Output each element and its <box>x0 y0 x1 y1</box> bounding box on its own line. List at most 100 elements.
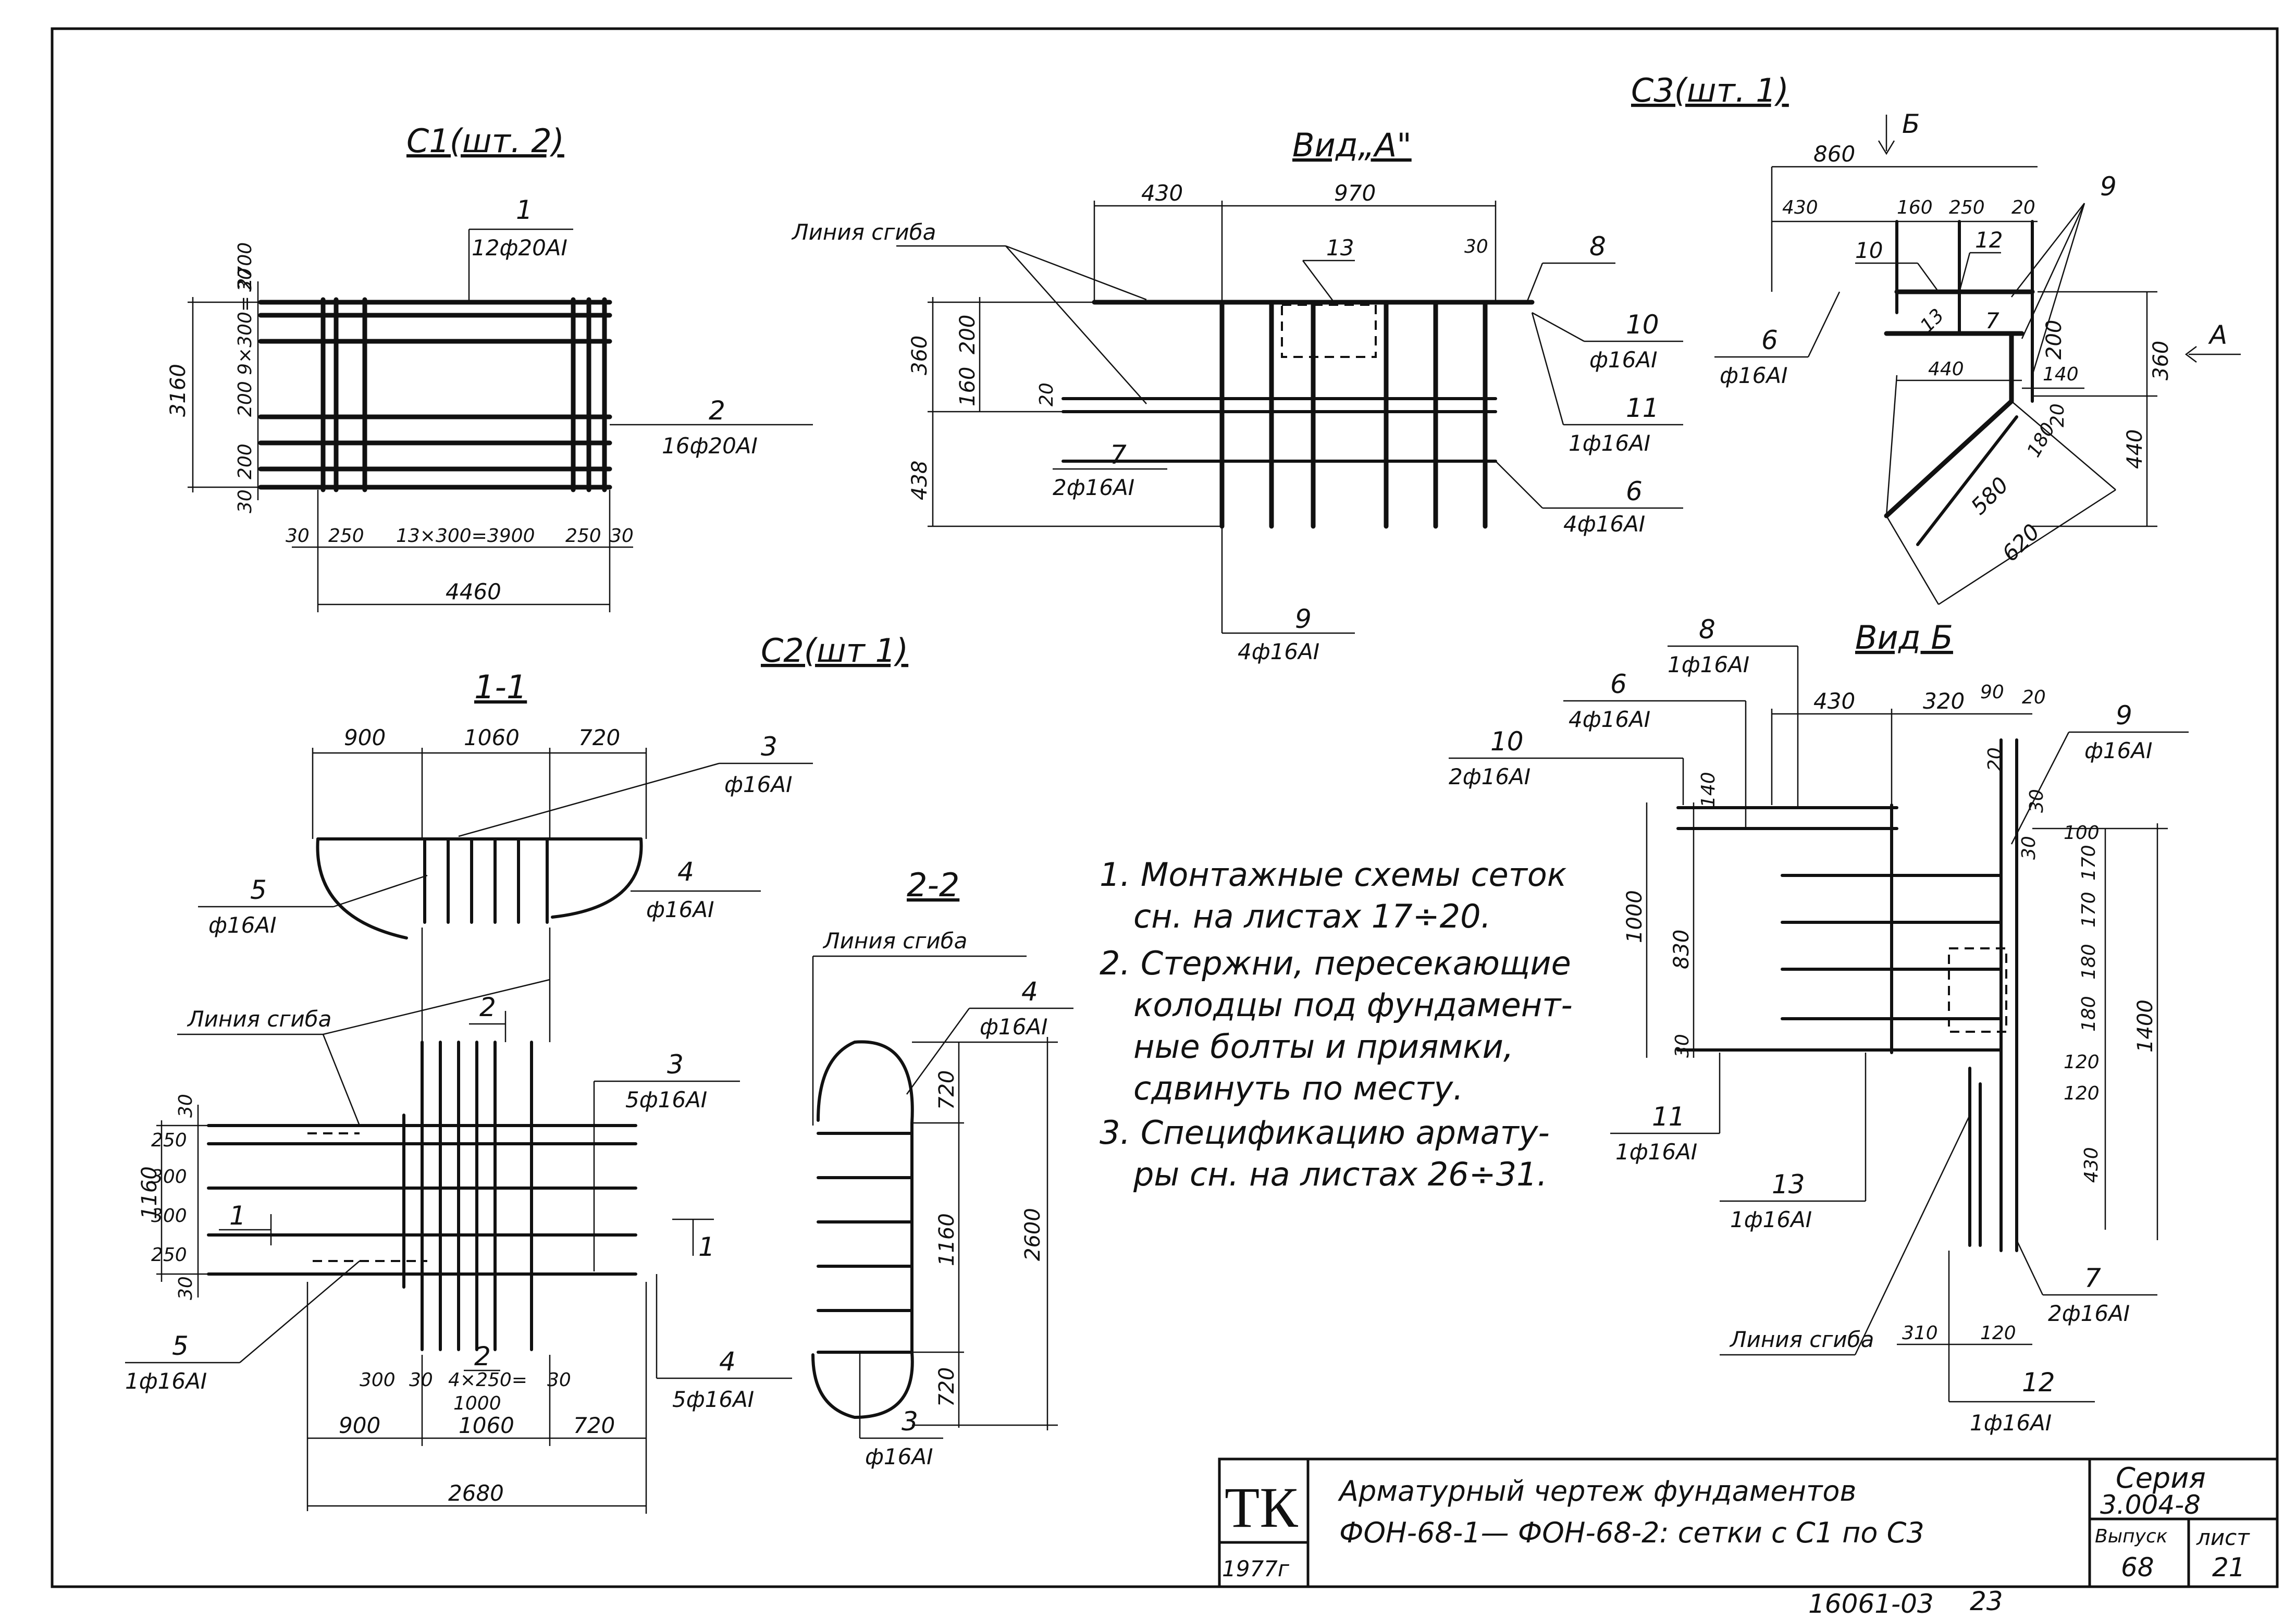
svg-text:4ф16АI: 4ф16АI <box>1238 639 1319 664</box>
svg-text:1ф16АI: 1ф16АI <box>1730 1207 1812 1232</box>
c1-pos2-bars: 16ф20АI <box>662 433 758 459</box>
svg-text:Серия: Серия <box>2116 1462 2206 1494</box>
svg-text:20: 20 <box>2011 197 2035 218</box>
view-b: Вид Б 8 1ф16АI 6 4ф16АI 10 2ф16АI 9 ф16А… <box>1449 614 2189 1436</box>
svg-text:2ф16АI: 2ф16АI <box>1449 764 1530 789</box>
note-line-8: ры сн. на листах 26÷31. <box>1133 1155 1547 1193</box>
svg-text:2ф16АI: 2ф16АI <box>1053 475 1134 500</box>
title-block: ТК 1977г Арматурный чертеж фундаментов Ф… <box>1218 1457 2279 1588</box>
svg-text:ф16АI: ф16АI <box>980 1014 1047 1040</box>
svg-text:720: 720 <box>573 1413 615 1438</box>
svg-text:360: 360 <box>2149 341 2173 380</box>
svg-text:2600: 2600 <box>1021 1208 1045 1261</box>
note-line-7: 3. Спецификацию армату- <box>1100 1114 1550 1152</box>
svg-text:440: 440 <box>1928 359 1964 380</box>
c2-dim-total: 2680 <box>448 1480 504 1506</box>
drawing-frame <box>51 27 2279 1588</box>
note-line-5: ные болты и приямки, <box>1133 1028 1514 1066</box>
svg-text:4ф16АI: 4ф16АI <box>1569 707 1650 732</box>
c2-title: С2(шт 1) <box>761 632 908 670</box>
svg-text:1000: 1000 <box>1623 890 1647 943</box>
svg-text:30: 30 <box>547 1369 571 1391</box>
svg-text:1ф16АI: 1ф16АI <box>1615 1139 1697 1165</box>
note-line-1: 1. Монтажные схемы сеток <box>1100 856 1567 894</box>
svg-text:13: 13 <box>1326 235 1354 261</box>
svg-text:Линия сгиба: Линия сгиба <box>1729 1327 1874 1352</box>
svg-text:10: 10 <box>1490 726 1524 757</box>
svg-text:250: 250 <box>565 525 601 547</box>
svg-text:430: 430 <box>2081 1147 2102 1183</box>
svg-text:30: 30 <box>286 525 310 547</box>
svg-text:9: 9 <box>1295 604 1312 634</box>
svg-text:720: 720 <box>578 725 620 750</box>
svg-text:4: 4 <box>1021 977 1038 1007</box>
svg-text:4: 4 <box>677 857 694 887</box>
svg-text:30: 30 <box>234 489 256 513</box>
svg-text:900: 900 <box>344 725 386 750</box>
svg-text:30: 30 <box>234 268 256 292</box>
svg-text:Б: Б <box>1902 109 1920 139</box>
svg-text:860: 860 <box>1813 141 1855 167</box>
c1-mesh: С1(шт. 2) 1 12ф20АI 3160 30 200 9×300= 2… <box>166 122 813 612</box>
svg-text:Линия сгиба: Линия сгиба <box>822 928 967 954</box>
view-a: Вид„А" 430 970 30 Линия сгиба 13 8 <box>791 126 1683 664</box>
note-line-4: колодцы под фундамент- <box>1133 986 1573 1024</box>
c3-mesh: С3(шт. 1) Б 860 430 160 250 20 9 10 12 <box>1631 71 2241 605</box>
series-value: 3.004-8 <box>2100 1490 2201 1520</box>
drawing-title-line2: ФОН-68-1— ФОН-68-2: сетки с С1 по С3 <box>1339 1516 1924 1549</box>
svg-text:250: 250 <box>328 525 364 547</box>
svg-text:100: 100 <box>2064 822 2100 844</box>
svg-text:310: 310 <box>1902 1323 1938 1344</box>
c2-bend-label: Линия сгиба <box>187 1006 331 1032</box>
svg-text:1: 1 <box>229 1201 246 1231</box>
view-b-title: Вид Б <box>1855 619 1953 657</box>
svg-text:30: 30 <box>2018 836 2040 860</box>
svg-text:30: 30 <box>409 1369 433 1391</box>
svg-text:430: 430 <box>1813 688 1855 714</box>
section-1-1-title: 1-1 <box>474 668 527 706</box>
svg-text:140: 140 <box>2043 364 2079 385</box>
svg-text:1977г: 1977г <box>1222 1556 1290 1581</box>
section-2-2-title: 2-2 <box>907 866 959 904</box>
svg-text:9: 9 <box>2116 700 2132 731</box>
svg-text:ф16АI: ф16АI <box>646 897 714 922</box>
svg-text:5ф16АI: 5ф16АI <box>625 1087 707 1113</box>
svg-text:580: 580 <box>1966 472 2013 520</box>
tk-logo: ТК <box>1225 1476 1298 1539</box>
svg-text:360: 360 <box>908 336 932 375</box>
svg-text:10: 10 <box>1626 310 1659 340</box>
svg-text:30: 30 <box>175 1276 196 1300</box>
svg-text:5: 5 <box>172 1331 189 1361</box>
footer-code: 16061-03 <box>1808 1589 1934 1619</box>
sheet-value: 21 <box>2212 1552 2245 1583</box>
svg-text:ф16АI: ф16АI <box>865 1444 933 1469</box>
svg-text:1ф16АI: 1ф16АI <box>1970 1410 2052 1436</box>
svg-text:1ф16АI: 1ф16АI <box>1569 430 1650 456</box>
c1-pos2-num: 2 <box>709 396 725 426</box>
svg-text:7: 7 <box>1110 440 1127 470</box>
svg-text:13: 13 <box>1772 1169 1805 1200</box>
svg-text:140: 140 <box>1698 772 1719 808</box>
svg-text:лист: лист <box>2196 1525 2250 1550</box>
svg-text:170: 170 <box>2078 845 2100 881</box>
note-line-6: сдвинуть по месту. <box>1133 1069 1463 1107</box>
c1-pos1-bars: 12ф20АI <box>472 235 567 261</box>
svg-text:250: 250 <box>151 1130 187 1151</box>
svg-text:200: 200 <box>2042 320 2066 360</box>
svg-text:1060: 1060 <box>459 1413 514 1438</box>
svg-text:250: 250 <box>1949 197 1985 218</box>
svg-text:7: 7 <box>2084 1263 2101 1293</box>
svg-text:13×300=3900: 13×300=3900 <box>396 525 535 547</box>
svg-text:300: 300 <box>360 1369 396 1391</box>
section-2-2: 2-2 Линия сгиба 4 ф16АI 720 1160 720 260… <box>811 866 1073 1469</box>
svg-text:120: 120 <box>2064 1083 2100 1104</box>
svg-text:160: 160 <box>1897 197 1933 218</box>
svg-text:830: 830 <box>1670 930 1694 969</box>
svg-text:12: 12 <box>2022 1367 2055 1398</box>
note-line-3: 2. Стержни, пересекающие <box>1100 944 1571 982</box>
svg-text:720: 720 <box>935 1367 959 1407</box>
svg-text:30: 30 <box>610 525 634 547</box>
svg-text:720: 720 <box>935 1070 959 1110</box>
svg-text:8: 8 <box>1699 614 1715 645</box>
svg-text:5ф16АI: 5ф16АI <box>672 1387 754 1412</box>
